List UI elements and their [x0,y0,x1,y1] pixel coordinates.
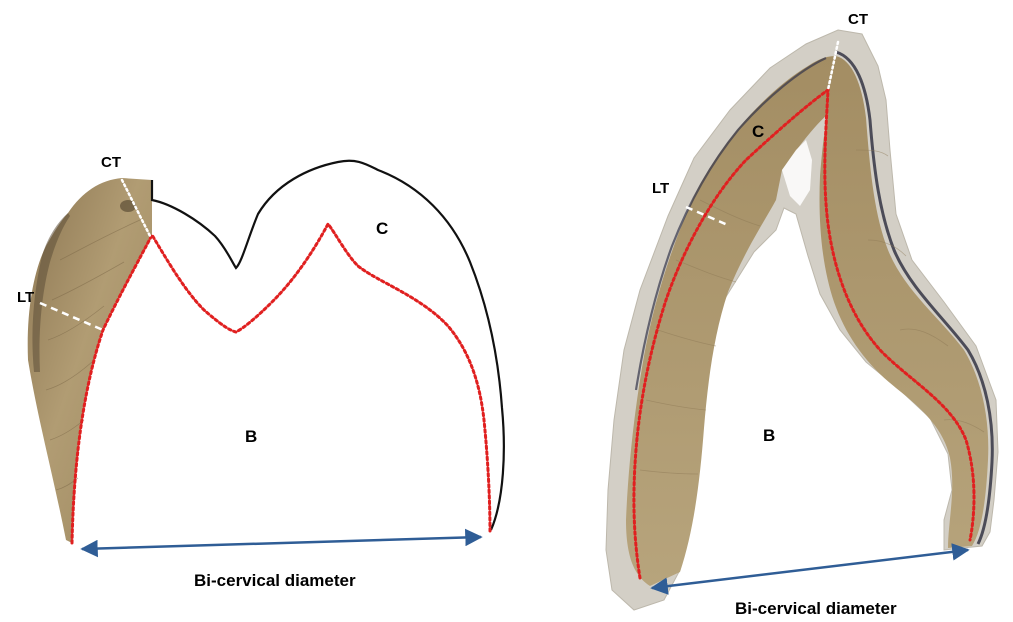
right-ct-label: CT [848,11,868,28]
left-diameter-arrow [82,537,481,549]
left-c-label: C [376,219,388,238]
right-lt-label: LT [652,180,669,197]
right-enamel-photo [626,56,988,586]
left-lt-label: LT [17,289,34,306]
left-ct-label: CT [101,154,121,171]
right-tooth-diagram: CT LT C B Bi-cervical diameter [606,11,998,618]
left-diameter-label: Bi-cervical diameter [194,571,356,590]
left-tooth-diagram: CT LT C B Bi-cervical diameter [17,154,504,590]
left-dentine-trace [72,224,490,543]
right-b-label: B [763,426,775,445]
left-enamel-photo [28,178,152,543]
left-b-label: B [245,427,257,446]
right-diameter-label: Bi-cervical diameter [735,599,897,618]
right-diameter-arrow [652,550,968,588]
right-c-label: C [752,122,764,141]
left-enamel-outline [152,161,504,530]
